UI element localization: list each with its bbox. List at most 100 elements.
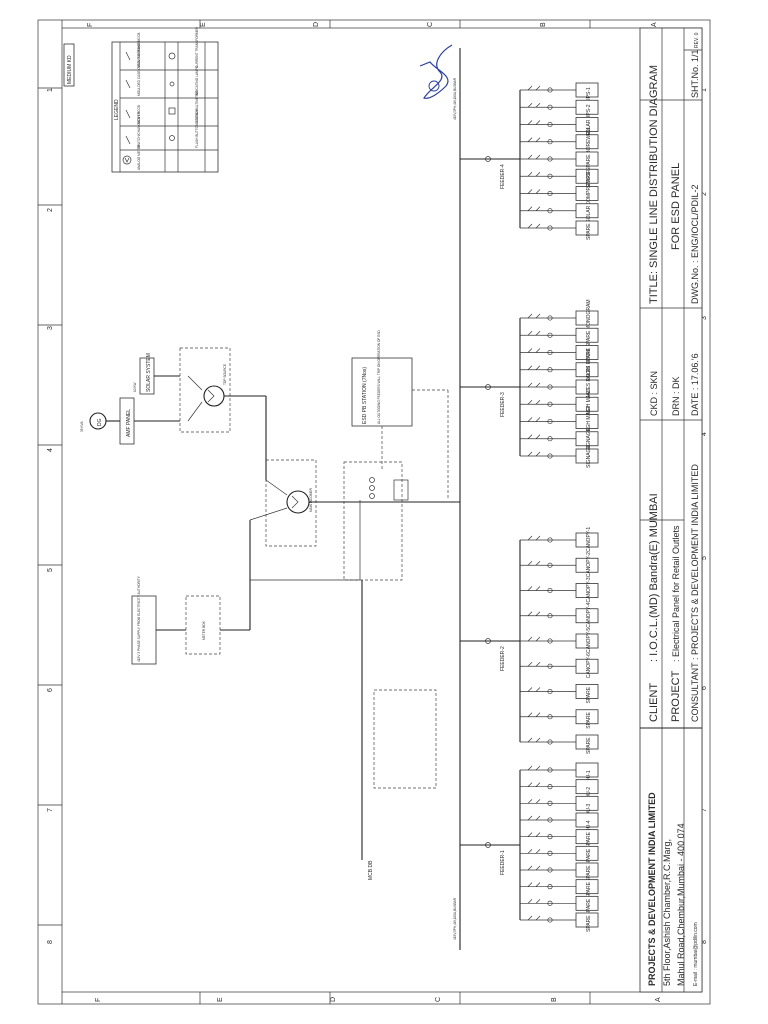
ct-icon — [485, 638, 491, 644]
zone-letter: A — [655, 997, 662, 1002]
breaker-icon — [527, 451, 541, 457]
meter-box-label: METER BOX — [202, 620, 206, 640]
drawing-title: TITLE: SINGLE LINE DISTRIBUTION DIAGRAM — [648, 65, 660, 304]
load-box — [575, 327, 599, 343]
zone-letter: D — [313, 22, 320, 27]
zone-letter: E — [217, 997, 224, 1002]
incomer-panel — [343, 461, 403, 581]
legend-item: FLUSH BUTTON STATION — [195, 109, 199, 148]
breaker-icon — [527, 417, 541, 422]
company-address-1: 5th Floor,Ashish Chamber,R.C.Marg, — [662, 839, 672, 986]
zone-number: 5 — [47, 568, 54, 572]
esd-note: ALL OUTGOING FEEDERS WILL TRIP ON OPERAT… — [377, 329, 381, 424]
zone-number: 7 — [701, 808, 708, 812]
load-label: SPARE — [586, 686, 592, 703]
load-label: UPS-2 — [586, 104, 592, 119]
ct-icon — [547, 332, 553, 338]
breaker-icon — [527, 765, 541, 771]
ct-icon — [547, 349, 553, 356]
load-box — [575, 658, 599, 674]
ct-icon — [547, 121, 553, 128]
mcb-db-label: MCB DB — [368, 860, 374, 880]
ct-icon — [547, 613, 553, 619]
load-box — [575, 345, 599, 360]
breaker-icon — [527, 687, 541, 692]
feeder-label: FEEDER-2 — [500, 646, 506, 671]
load-box — [575, 448, 599, 464]
load-box — [575, 583, 599, 598]
load-label: CANOPY-2 — [586, 552, 592, 577]
zone-number: 8 — [701, 940, 708, 944]
load-box — [575, 912, 599, 928]
load-box — [575, 379, 599, 395]
inner-border — [61, 27, 703, 993]
breaker-icon — [527, 915, 541, 921]
load-box — [575, 362, 599, 378]
zone-letter: B — [540, 22, 547, 27]
load-box — [575, 186, 599, 201]
load-box — [575, 117, 599, 132]
load-box — [575, 99, 599, 115]
breaker-icon — [527, 103, 541, 108]
breaker-icon — [527, 899, 541, 904]
zone-number: 4 — [47, 448, 54, 452]
breaker-icon — [527, 434, 541, 439]
load-box — [575, 779, 599, 795]
zone-number: 3 — [47, 326, 54, 330]
feeder-label: FEEDER-4 — [500, 164, 506, 189]
breaker-icon — [527, 400, 541, 405]
ct-icon — [547, 817, 553, 823]
company-name: PROJECTS & DEVELOPMENT INDIA LIMITED — [647, 792, 657, 986]
load-label: SPARE — [586, 915, 592, 932]
ct-icon — [547, 739, 553, 745]
zone-number: 8 — [47, 940, 54, 944]
ct-icon — [547, 784, 553, 790]
checked-by: CKD : SKN — [649, 371, 659, 416]
ct-icon — [547, 453, 553, 459]
legend-title: LEGEND — [114, 99, 120, 120]
drawing-date: DATE : 17.06.'6 — [690, 353, 700, 416]
ct-icon — [547, 800, 553, 806]
load-label: SALES ROOM — [586, 366, 592, 399]
feeder-label: FEEDER-3 — [500, 392, 506, 417]
grid-supply-box — [131, 595, 157, 665]
legend: LEGEND MAIN INCOMING MCCB CURRENT TRANSF… — [111, 26, 219, 173]
load-box — [575, 151, 599, 167]
breaker-icon — [527, 189, 541, 194]
load-label: MONOGRAM — [586, 299, 592, 330]
meter-box — [185, 595, 221, 655]
ct-icon — [547, 208, 553, 214]
ct-icon — [547, 384, 553, 390]
signature — [419, 44, 453, 99]
ct-icon — [547, 767, 553, 773]
load-label: CANOPY-4 — [586, 602, 592, 627]
load-label: HIGH MAST — [586, 388, 592, 416]
load-label: SPARE — [586, 737, 592, 754]
ct-icon — [485, 842, 491, 848]
breaker-icon — [527, 832, 541, 837]
ct-icon — [547, 173, 553, 179]
load-label: SPARE — [586, 831, 592, 848]
ct-icon — [547, 917, 553, 923]
feeders: FEEDER-1DU-1DU-2DU-3DU-4SPARESPARESPARES… — [460, 82, 599, 932]
load-box — [575, 845, 599, 861]
dg-label: DG — [97, 418, 103, 426]
esd-station-box — [351, 357, 413, 427]
ct-icon — [485, 384, 491, 390]
breaker-icon — [527, 331, 541, 336]
load-label: SALES ROOM — [586, 349, 592, 382]
zone-ticks — [38, 20, 591, 1004]
breaker-icon — [527, 223, 541, 229]
ct-icon — [547, 104, 553, 110]
solar-system-label: SOLAR SYSTEM — [146, 353, 152, 392]
zone-letter: A — [651, 22, 658, 27]
company-email: E-mail : mumbai@pdilin.com — [693, 922, 699, 986]
load-label: SPARE — [586, 171, 592, 188]
load-label: SPARE — [586, 865, 592, 882]
ct-icon — [547, 663, 553, 669]
load-box — [575, 895, 599, 911]
legend-item: CURRENT TRANSFORMER — [195, 26, 199, 68]
breaker-icon — [527, 611, 541, 616]
load-label: SPARE — [586, 881, 592, 898]
ct-icon — [547, 139, 553, 145]
